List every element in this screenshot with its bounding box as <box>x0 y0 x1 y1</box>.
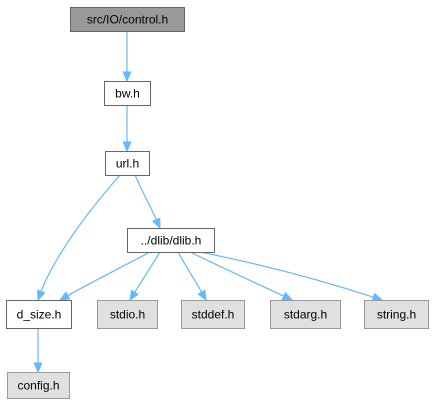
edge-url-to-dlib <box>134 174 161 230</box>
edge-line <box>67 251 151 297</box>
edge-arrowhead <box>58 291 71 301</box>
edge-arrowhead <box>37 289 46 302</box>
node-dlib-box[interactable] <box>127 228 215 253</box>
edge-dlib-to-string <box>199 251 384 302</box>
edge-arrowhead <box>122 71 132 83</box>
node-control-label: src/IO/control.h <box>87 13 168 27</box>
node-dsize-box[interactable] <box>6 300 72 329</box>
node-bw[interactable]: bw.h <box>104 81 151 106</box>
node-control-box[interactable] <box>70 7 185 32</box>
edge-bw-to-url <box>122 105 132 153</box>
node-dlib-label: ../dlib/dlib.h <box>141 234 202 248</box>
node-config-label: config.h <box>17 379 59 393</box>
node-url[interactable]: url.h <box>105 151 150 176</box>
node-control[interactable]: src/IO/control.h <box>70 7 185 32</box>
edge-line <box>199 251 374 298</box>
node-stdio-label: stdio.h <box>110 308 145 322</box>
node-dsize-label: d_size.h <box>17 308 62 322</box>
nodes-layer: src/IO/control.h bw.h url.h ../dlib/dlib.h d… <box>6 7 429 399</box>
edges-layer <box>33 31 384 374</box>
node-config[interactable]: config.h <box>7 372 70 399</box>
node-dsize[interactable]: d_size.h <box>6 300 72 329</box>
node-stdarg-label: stdarg.h <box>284 308 327 322</box>
node-config-box[interactable] <box>7 372 70 399</box>
node-stddef-label: stddef.h <box>192 308 235 322</box>
edge-arrowhead <box>33 362 43 374</box>
node-stdarg[interactable]: stdarg.h <box>270 300 341 329</box>
node-stdio-box[interactable] <box>97 300 158 329</box>
node-stdio[interactable]: stdio.h <box>97 300 158 329</box>
edge-line <box>177 251 203 293</box>
node-url-label: url.h <box>116 157 139 171</box>
node-string-label: string.h <box>377 308 416 322</box>
edge-dlib-to-stdio <box>129 251 161 302</box>
edge-arrowhead <box>281 291 294 301</box>
edge-dlib-to-stdarg <box>189 251 294 301</box>
node-stdarg-box[interactable] <box>270 300 341 329</box>
node-url-box[interactable] <box>105 151 150 176</box>
edge-url-to-dsize <box>37 174 121 302</box>
edge-arrowhead <box>197 289 207 302</box>
node-bw-label: bw.h <box>115 87 140 101</box>
edge-dlib-to-stddef <box>177 251 207 302</box>
edge-control-to-bw <box>122 31 132 83</box>
edge-line <box>189 251 285 297</box>
node-string[interactable]: string.h <box>364 300 429 329</box>
node-string-box[interactable] <box>364 300 429 329</box>
edge-dlib-to-dsize <box>58 251 151 301</box>
node-stddef-box[interactable] <box>181 300 245 329</box>
edge-arrowhead <box>129 289 139 302</box>
node-stddef[interactable]: stddef.h <box>181 300 245 329</box>
edge-dsize-to-config <box>33 327 43 374</box>
edge-arrowhead <box>371 292 384 302</box>
edge-line <box>134 251 161 293</box>
edge-line <box>134 174 157 221</box>
edge-line <box>40 174 121 292</box>
edge-arrowhead <box>122 141 132 153</box>
node-dlib[interactable]: ../dlib/dlib.h <box>127 228 215 253</box>
edge-arrowhead <box>152 217 161 230</box>
node-bw-box[interactable] <box>104 81 151 106</box>
